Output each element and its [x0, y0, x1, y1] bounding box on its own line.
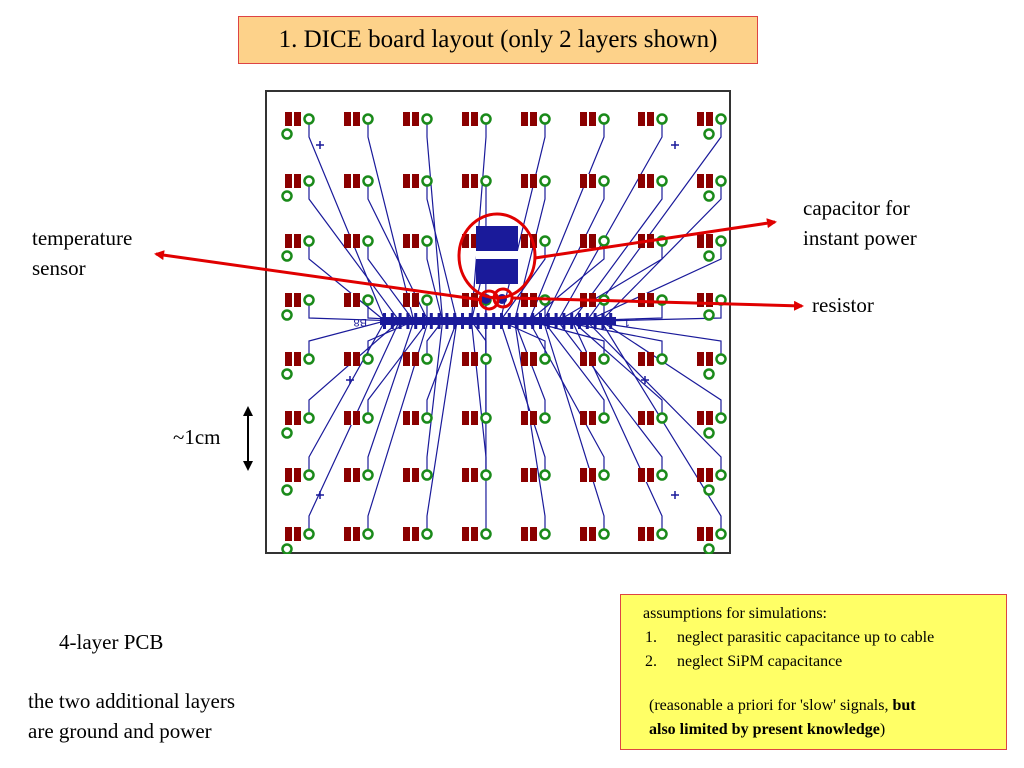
sensor-cell [462, 112, 492, 126]
sensor-cell [403, 293, 433, 307]
slide-title: 1. DICE board layout (only 2 layers show… [238, 16, 758, 64]
sensor-cell [521, 468, 551, 482]
sensor-cell [344, 293, 374, 307]
sensor-cell [403, 174, 433, 188]
assumptions-footer: (reasonable a priori for 'slow' signals,… [649, 697, 916, 714]
sensor-cell [281, 352, 315, 380]
sensor-cell [281, 112, 315, 140]
sensor-cell [344, 468, 374, 482]
sensor-cell [697, 112, 727, 140]
pcb-traces [308, 119, 722, 534]
scale-arrow-up-icon [243, 406, 253, 416]
sensor-cell [638, 468, 668, 482]
sensor-cell [638, 174, 668, 188]
fiducial-icon [671, 141, 679, 149]
scale-arrow-down-icon [243, 461, 253, 471]
sensor-cell [521, 352, 551, 366]
fiducial-icon [346, 376, 354, 384]
sensor-cell [638, 112, 668, 126]
sensor-cell [697, 174, 727, 202]
sensor-cell [638, 411, 668, 425]
fiducial-icon [671, 491, 679, 499]
assumption-item: neglect parasitic capacitance up to cabl… [677, 629, 935, 646]
scale-label: ~1cm [173, 425, 221, 449]
silkscreen-left: B8 [354, 316, 367, 328]
sensor-cell [638, 527, 668, 541]
sensor-cell [344, 234, 374, 248]
asic-pins [383, 313, 613, 329]
sensor-cell [580, 112, 610, 126]
assumption-number: 1. [645, 629, 657, 646]
temperature-arrow [154, 250, 483, 302]
assumptions-note-box: assumptions for simulations: 1. neglect … [620, 594, 1007, 750]
capacitor-arrow [534, 218, 777, 260]
sensor-cell [344, 352, 374, 366]
sensor-cell [697, 352, 727, 380]
sensor-cell [281, 293, 315, 321]
sensor-cell [697, 411, 727, 439]
asic-bus [380, 317, 616, 325]
assumption-number: 2. [645, 653, 657, 670]
silkscreen-right: 1 [624, 316, 630, 328]
sensor-cell [281, 527, 315, 554]
additional-layers-label: the two additional layers are ground and… [28, 689, 236, 743]
sensor-cell [344, 174, 374, 188]
sensor-cell [462, 352, 492, 366]
sensor-cell [403, 112, 433, 126]
sensor-cell [344, 527, 374, 541]
sensor-cell [281, 468, 315, 496]
sensor-cell [344, 112, 374, 126]
temperature-sensor-label: temperature sensor [32, 226, 133, 280]
assumption-item: neglect SiPM capacitance [677, 653, 843, 670]
sensor-cell [697, 468, 727, 496]
assumptions-heading: assumptions for simulations: [643, 605, 827, 622]
sensor-cell [281, 411, 315, 439]
pcb-layers-label: 4-layer PCB [59, 630, 164, 654]
sensor-cell [697, 527, 727, 554]
fiducial-icon [641, 376, 649, 384]
resistor-label: resistor [812, 293, 874, 317]
sensor-cell [403, 527, 433, 541]
sensor-cell [521, 411, 551, 425]
sensor-cell [403, 352, 433, 366]
sensor-cell [462, 527, 492, 541]
assumptions-footer-continued: also limited by present knowledge) [649, 721, 886, 738]
sensor-cell [462, 174, 492, 188]
sensor-cell [462, 411, 492, 425]
sensor-cell [281, 174, 315, 202]
sensor-cell [281, 234, 315, 262]
sensor-cell [403, 411, 433, 425]
sensor-cell [521, 112, 551, 126]
sensor-cell [403, 234, 433, 248]
sensor-cell [462, 468, 492, 482]
sensor-cell [638, 293, 668, 307]
sensor-cell [580, 468, 610, 482]
fiducial-icon [316, 491, 324, 499]
fiducial-icon [316, 141, 324, 149]
resistor-highlight-circle [492, 287, 514, 309]
sensor-cell [521, 174, 551, 188]
sensor-cell [521, 527, 551, 541]
sensor-cell [580, 527, 610, 541]
pcb-layout-diagram: B8 1 [265, 90, 731, 554]
sensor-cell [580, 234, 610, 248]
capacitor-highlight-circle [457, 212, 537, 300]
sensor-cell [697, 234, 727, 262]
sensor-cell [638, 352, 668, 366]
resistor-arrow [511, 296, 804, 311]
sensor-cell [580, 411, 610, 425]
sensor-cell [344, 411, 374, 425]
sensor-cell [580, 352, 610, 366]
sensor-cell [580, 174, 610, 188]
sensor-cell [403, 468, 433, 482]
capacitor-label: capacitor for instant power [803, 196, 917, 250]
